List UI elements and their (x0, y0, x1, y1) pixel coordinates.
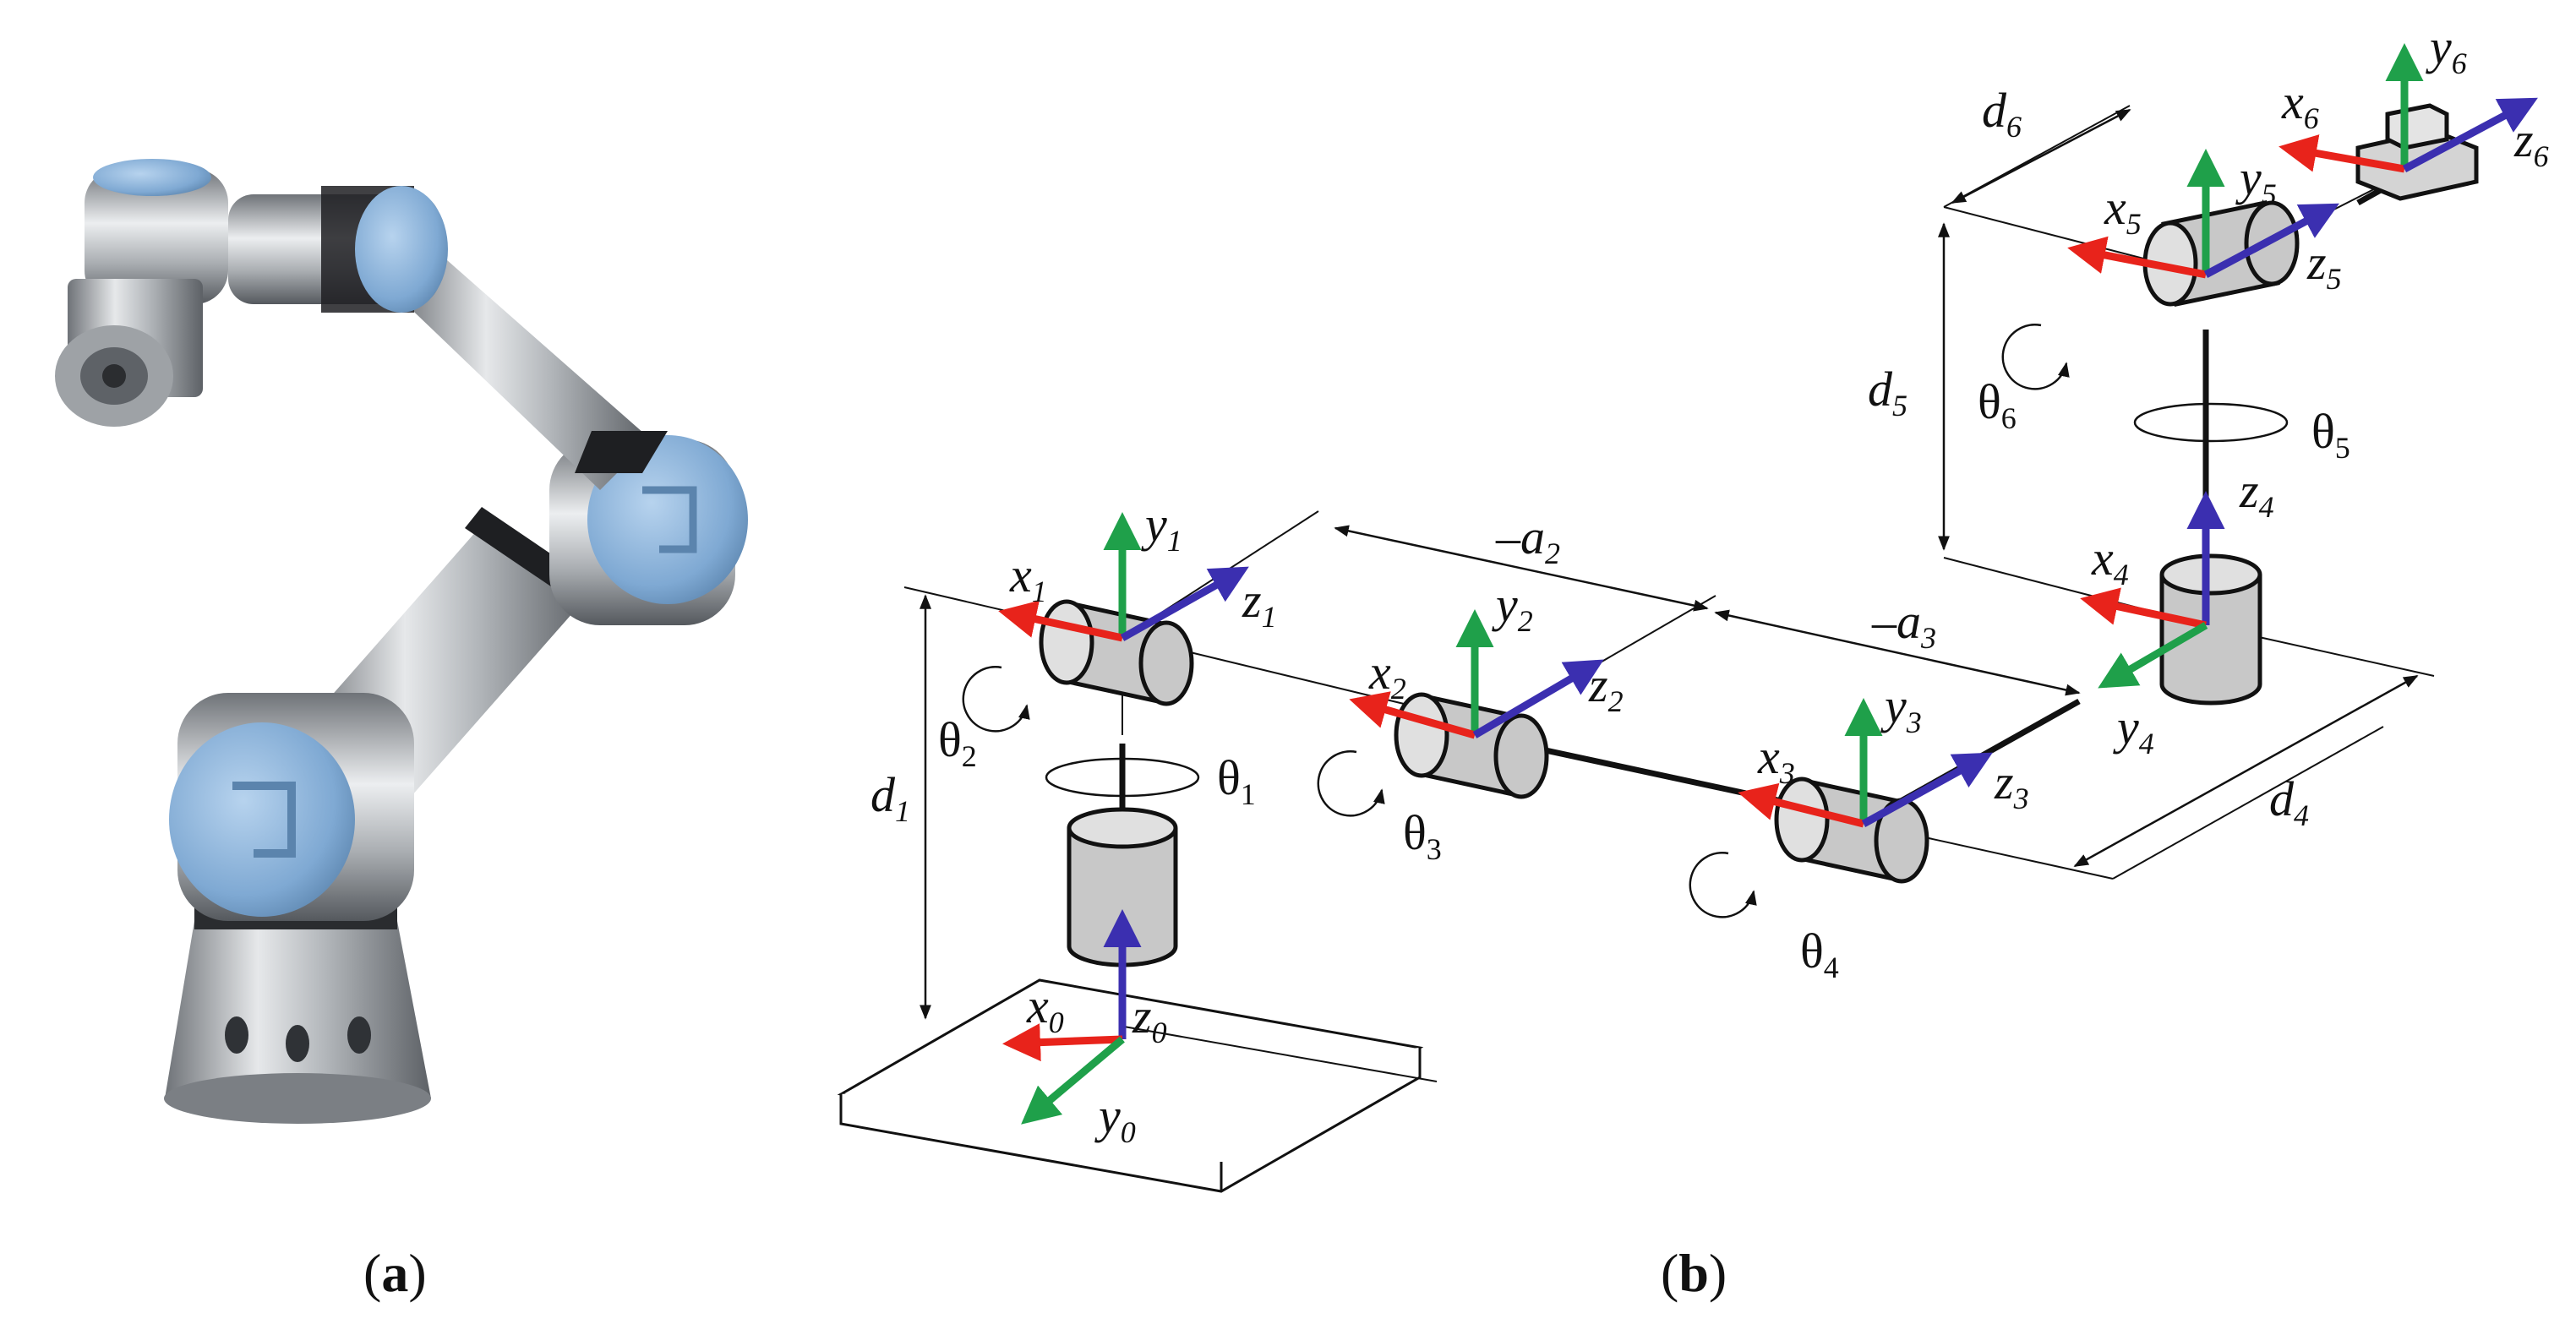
dimension-arrows (920, 108, 2419, 1020)
label-theta2: θ2 (938, 712, 977, 773)
robot-arm-photo (0, 0, 811, 1149)
dh-parameter-labels: d1 –a2 –a3 d4 d5 d6 (870, 83, 2309, 832)
end-effector (2355, 103, 2479, 201)
label-z3: z3 (1994, 755, 2029, 815)
cylinder-joint-5 (2159, 553, 2262, 706)
robot-base (164, 904, 431, 1124)
label-x3: x3 (1757, 729, 1795, 790)
label-theta5: θ5 (2311, 404, 2350, 465)
label-z1: z1 (1242, 573, 1277, 634)
cylinder-joint-2 (1039, 599, 1194, 706)
z1-axis (1120, 566, 1249, 641)
label-theta4: θ4 (1800, 924, 1839, 984)
x4-axis (2080, 587, 2207, 629)
cylinder-joint-6 (2142, 200, 2300, 307)
label-y1: y1 (1141, 497, 1182, 558)
x0-axis (1002, 1023, 1123, 1062)
x2-axis (1349, 691, 1476, 739)
frame-labels: x0 z0 y0 x1 y1 z1 x2 y2 z2 x3 y3 z3 x4 y… (1009, 19, 2549, 1149)
label-x5: x5 (2104, 180, 2142, 241)
label-z5: z5 (2306, 235, 2342, 296)
label-z0: z0 (1132, 989, 1167, 1049)
x3-axis (1738, 782, 1865, 828)
label-theta3: θ3 (1403, 805, 1442, 866)
z3-axis (1861, 752, 1993, 827)
label-d6: d6 (1982, 83, 2022, 144)
cylinder-joint-4 (1774, 776, 1929, 884)
robot-upper-arm (397, 253, 668, 490)
label-a3: –a3 (1871, 594, 1936, 655)
label-x2: x2 (1368, 645, 1406, 706)
label-x6: x6 (2281, 74, 2319, 135)
label-y3: y3 (1880, 678, 1922, 739)
frame-axes (998, 43, 2538, 1125)
label-x4: x4 (2091, 531, 2129, 591)
label-d5: d5 (1868, 362, 1907, 422)
label-theta1: θ1 (1217, 750, 1256, 811)
label-x0: x0 (1026, 978, 1064, 1039)
label-y4: y4 (2113, 700, 2154, 760)
robot-wrist (55, 159, 448, 427)
label-y5: y5 (2235, 150, 2277, 211)
z5-axis (2203, 203, 2339, 278)
label-z4: z4 (2239, 463, 2274, 524)
y0-axis (1021, 1036, 1125, 1125)
robot-shoulder-joint (169, 693, 414, 921)
label-a2: –a2 (1495, 509, 1560, 570)
joint-angle-labels: θ1 θ2 θ3 θ4 θ5 θ6 (938, 374, 2350, 984)
label-y2: y2 (1492, 577, 1533, 638)
caption-a: (a) (363, 1243, 427, 1303)
caption-b: (b) (1661, 1243, 1727, 1303)
label-y6: y6 (2426, 19, 2467, 80)
label-z2: z2 (1588, 657, 1624, 718)
label-y0: y0 (1094, 1088, 1136, 1149)
z2-axis (1472, 659, 1604, 738)
x1-axis (998, 600, 1123, 642)
x6-axis (2279, 134, 2405, 173)
base-plate (837, 978, 1424, 1193)
rotation-indicators (962, 324, 2289, 918)
label-d1: d1 (870, 767, 910, 828)
label-z6: z6 (2513, 112, 2549, 173)
label-theta6: θ6 (1978, 374, 2017, 435)
kinematic-diagram: x0 z0 y0 x1 y1 z1 x2 y2 z2 x3 y3 z3 x4 y… (837, 19, 2549, 1193)
z6-axis (2402, 97, 2538, 172)
joint-cylinders (1039, 103, 2479, 967)
x5-axis (2067, 236, 2207, 279)
label-d4: d4 (2269, 771, 2309, 832)
label-x1: x1 (1009, 548, 1047, 608)
y4-axis (2098, 622, 2208, 689)
